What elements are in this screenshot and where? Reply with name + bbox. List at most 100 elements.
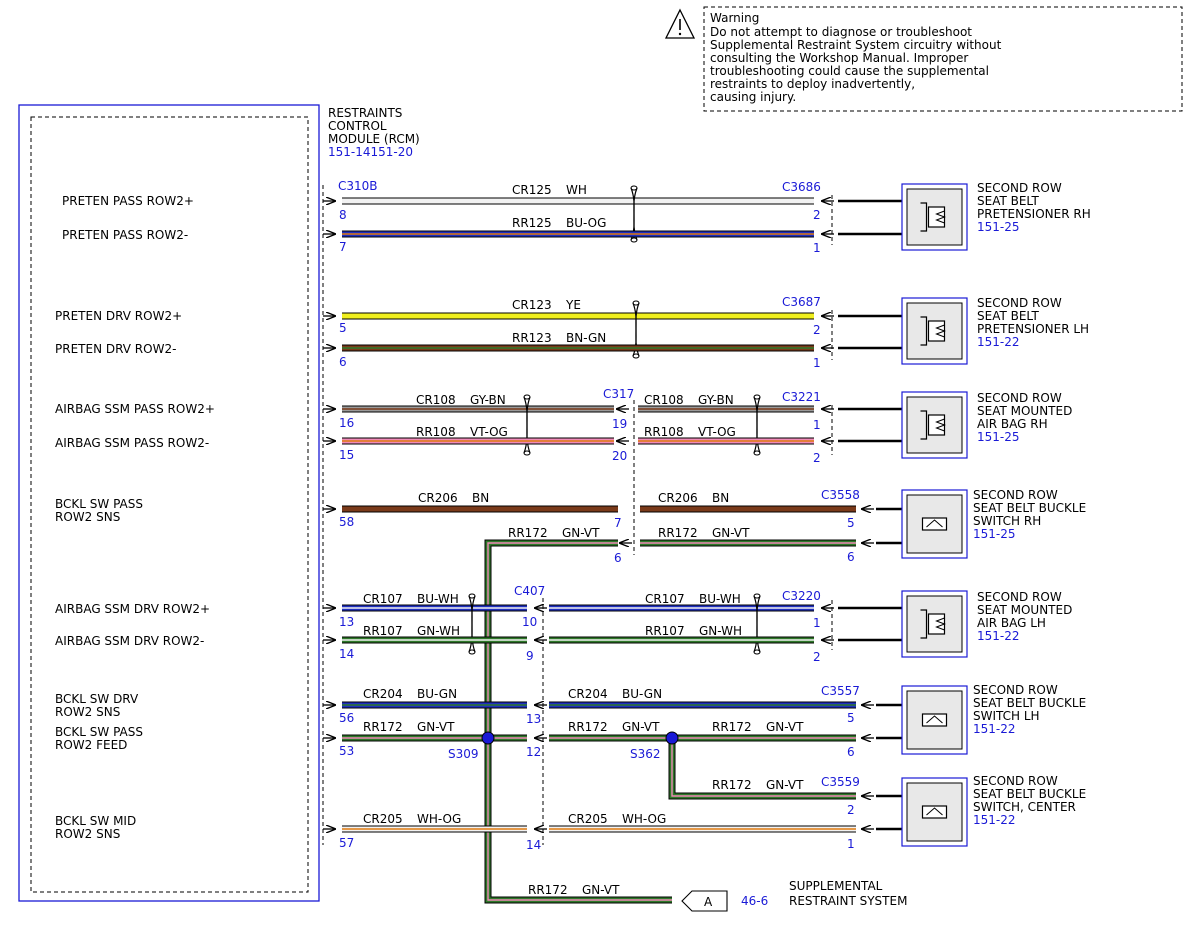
pin-label: PRETEN PASS ROW2- (62, 228, 188, 242)
reference-tag[interactable]: A (681, 890, 728, 912)
component-connector-id: C3686 (782, 180, 821, 194)
component-name: SECOND ROW (977, 391, 1062, 405)
twisted-pair-icon (468, 595, 476, 653)
wire-label: BU-OG (566, 216, 606, 230)
pin-number: 7 (614, 516, 622, 530)
wire-label: BN (472, 491, 489, 505)
component-name: SEAT BELT BUCKLE (973, 501, 1086, 515)
switch-icon (926, 519, 943, 528)
component-ref[interactable]: 151-22 (977, 629, 1020, 643)
reference-page[interactable]: 46-6 (741, 894, 768, 908)
wire-label: BN (712, 491, 729, 505)
wire-label: WH-OG (417, 812, 461, 826)
pin-label: PRETEN DRV ROW2+ (55, 309, 182, 323)
wire-label: YE (565, 298, 581, 312)
wire-label: RR172 (528, 883, 568, 897)
twisted-pair-icon (632, 302, 640, 357)
wire-label: WH-OG (622, 812, 666, 826)
wire-label: RR172 (712, 720, 752, 734)
squib-icon (927, 206, 946, 228)
component-ref[interactable]: 151-22 (973, 722, 1016, 736)
component-name: SECOND ROW (977, 181, 1062, 195)
pin-number: 6 (847, 550, 855, 564)
warning-line: troubleshooting could cause the suppleme… (710, 64, 989, 78)
warning-line: restraints to deploy inadvertently, (710, 77, 915, 91)
wire-label: GN-WH (699, 624, 742, 638)
pin-number: 13 (526, 712, 541, 726)
component-name: AIR BAG RH (977, 417, 1048, 431)
switch-icon (921, 805, 948, 819)
wire-label: BU-GN (622, 687, 662, 701)
switch-icon (921, 713, 948, 727)
twisted-pair-icon (468, 649, 476, 655)
warning-border (703, 6, 1183, 112)
squib-icon (927, 613, 946, 635)
squib-icon (920, 410, 928, 440)
squib-icon (927, 414, 946, 436)
pin-number: 1 (813, 241, 821, 255)
twisted-pair-icon (753, 595, 761, 653)
pin-number: 8 (339, 208, 347, 222)
component-ref[interactable]: 151-22 (977, 335, 1020, 349)
pin-label: AIRBAG SSM PASS ROW2- (55, 436, 209, 450)
wire-label: CR107 (363, 592, 403, 606)
twisted-pair-icon (632, 300, 640, 306)
wire-stripe (671, 738, 856, 797)
component-outline (901, 685, 968, 755)
wire-label: RR172 (508, 526, 548, 540)
component-name: SECOND ROW (973, 488, 1058, 502)
pin-number: 5 (339, 321, 347, 335)
splice-label: S362 (630, 747, 661, 761)
pin-number: 6 (614, 551, 622, 565)
pin-number: 16 (339, 416, 354, 430)
wire-label: CR206 (418, 491, 458, 505)
pin-number: 10 (522, 615, 537, 629)
pin-number: 57 (339, 836, 354, 850)
module-name: CONTROL (328, 119, 387, 133)
pin-number: 1 (813, 616, 821, 630)
pin-number: 2 (813, 650, 821, 664)
component-outline (901, 183, 968, 251)
wire-label: RR107 (645, 624, 685, 638)
pin-number: 2 (813, 323, 821, 337)
component-name: PRETENSIONER RH (977, 207, 1091, 221)
squib-icon (935, 617, 946, 631)
pin-label: AIRBAG SSM DRV ROW2+ (55, 602, 210, 616)
reference-arrow-icon (681, 890, 728, 912)
wire-label: BU-GN (417, 687, 457, 701)
pin-number: 2 (847, 803, 855, 817)
pin-number: 19 (612, 417, 627, 431)
wire-label: GN-VT (622, 720, 660, 734)
wire-label: CR204 (568, 687, 608, 701)
wire-label: CR108 (644, 393, 684, 407)
component-ref[interactable]: 151-25 (977, 220, 1020, 234)
component-outline (901, 391, 968, 459)
twisted-pair-icon (753, 593, 761, 599)
twisted-pair-icon (753, 394, 761, 400)
pin-number: 1 (813, 418, 821, 432)
module-name: MODULE (RCM) (328, 132, 420, 146)
component-connector-id: C3687 (782, 295, 821, 309)
wire-label: CR108 (416, 393, 456, 407)
twisted-pair-icon (630, 185, 638, 191)
wire-label: GN-VT (417, 720, 455, 734)
component-ref[interactable]: 151-22 (973, 813, 1016, 827)
squib-icon (935, 324, 946, 338)
splice-label: S309 (448, 747, 479, 761)
warning-line: Do not attempt to diagnose or troublesho… (710, 25, 972, 39)
component-name: SEAT BELT (977, 194, 1039, 208)
component-outline (901, 489, 968, 559)
component-connector-id: C3557 (821, 684, 860, 698)
component-ref[interactable]: 151-25 (977, 430, 1020, 444)
wire-label: GN-VT (582, 883, 620, 897)
wire-label: GN-VT (712, 526, 750, 540)
squib-icon (935, 418, 946, 432)
component-ref[interactable]: 151-25 (973, 527, 1016, 541)
wire-label: CR123 (512, 298, 552, 312)
squib-icon (920, 316, 928, 346)
component-name: SWITCH RH (973, 514, 1041, 528)
module-ref[interactable]: 151-14151-20 (328, 145, 413, 159)
component-name: SEAT BELT BUCKLE (973, 787, 1086, 801)
pin-number: 2 (813, 208, 821, 222)
